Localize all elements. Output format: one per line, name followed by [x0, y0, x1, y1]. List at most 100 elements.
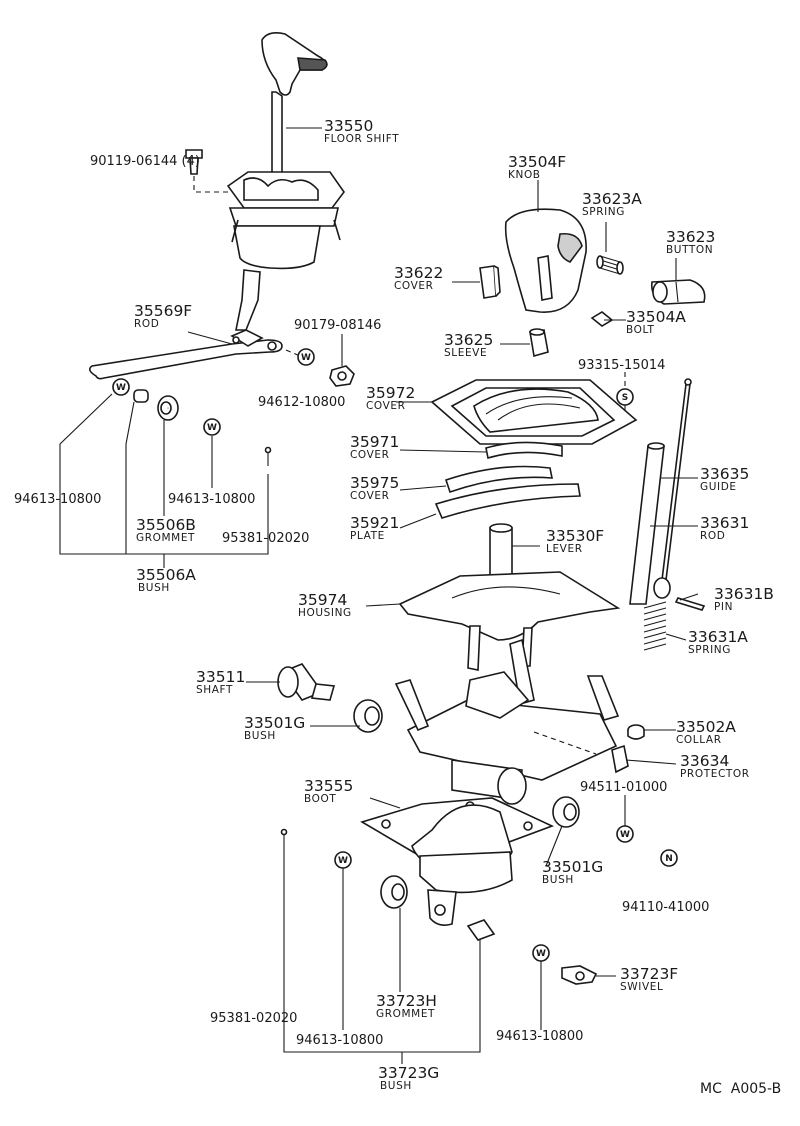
part-name-33622: COVER	[394, 280, 434, 292]
guide-33635-drawing	[629, 442, 665, 605]
part-name-33631: ROD	[700, 530, 725, 542]
part-name-33623: BUTTON	[666, 244, 713, 256]
swivel-33723F-drawing	[561, 965, 598, 985]
pin-95381-drawing	[264, 446, 272, 466]
part-number-35975: 35975	[350, 474, 399, 492]
part-name-33530F: LEVER	[546, 543, 583, 555]
nut-symbol: N	[665, 854, 673, 864]
washer-symbol: W	[301, 353, 311, 363]
ref-95381-a: 95381-02020	[222, 531, 309, 546]
part-name-33723G: BUSH	[380, 1080, 412, 1092]
part-number-33555: 33555	[304, 777, 353, 795]
nut-90179-drawing	[329, 334, 355, 387]
washer-symbol: W	[536, 949, 546, 959]
ref-94612: 94612-10800	[258, 395, 345, 410]
part-name-33723F: SWIVEL	[620, 981, 663, 993]
part-number-33634: 33634	[680, 752, 729, 770]
plate-35921-drawing	[434, 483, 581, 519]
part-number-35506A: 35506A	[136, 566, 196, 584]
ref-94613-a: 94613-10800	[14, 492, 101, 507]
part-number-33631: 33631	[700, 514, 749, 532]
ref-90119: 90119-06144 (4)	[90, 154, 200, 169]
part-number-33635: 33635	[700, 465, 749, 483]
part-name-33511: SHAFT	[196, 684, 233, 696]
base-frame-drawing	[394, 638, 620, 805]
part-number-33625: 33625	[444, 331, 493, 349]
button-33623-drawing	[650, 279, 706, 305]
part-name-35971: COVER	[350, 449, 390, 461]
bush-33501G-upper-drawing	[353, 699, 383, 733]
cover-33622-drawing	[479, 265, 501, 299]
part-name-35974: HOUSING	[298, 607, 352, 619]
leader-lines	[59, 127, 699, 1064]
bush-33723G-drawing	[466, 919, 496, 941]
part-name-33504F: KNOB	[508, 169, 541, 181]
ref-93315: 93315-15014	[578, 358, 665, 373]
part-name-35921: PLATE	[350, 530, 385, 542]
pin-95381-lower-drawing	[280, 828, 288, 1010]
ref-90179: 90179-08146	[294, 318, 381, 333]
part-number-33504F: 33504F	[508, 153, 566, 171]
washer-symbol: W	[207, 423, 217, 433]
shaft-33511-drawing	[277, 663, 336, 701]
part-name-33631B: PIN	[714, 601, 733, 613]
cover-35972-drawing	[430, 379, 638, 445]
protector-33634-drawing	[611, 744, 629, 774]
ref-94110: 94110-41000	[622, 900, 709, 915]
part-number-35569F: 35569F	[134, 302, 192, 320]
bush-33501G-lower-drawing	[552, 796, 580, 828]
part-number-33511: 33511	[196, 668, 245, 686]
part-number-35972: 35972	[366, 384, 415, 402]
part-name-33555: BOOT	[304, 793, 336, 805]
knob-33504F-drawing	[504, 208, 587, 313]
part-number-33622: 33622	[394, 264, 443, 282]
part-name-33635: GUIDE	[700, 481, 737, 493]
grommet-33723H-drawing	[380, 875, 408, 909]
spring-33623A-drawing	[596, 255, 624, 275]
rod-33631-drawing	[653, 378, 692, 599]
washer-symbol: W	[620, 830, 630, 840]
nut-94110-drawing: N	[660, 849, 678, 867]
part-number-33501G-upper: 33501G	[244, 714, 305, 732]
diagram-code: MC A005-B	[700, 1081, 781, 1097]
part-name-33634: PROTECTOR	[680, 768, 750, 780]
bolt-90119-drawing	[185, 149, 228, 193]
collar-33502A-drawing	[627, 724, 645, 740]
spring-washer-symbol: S	[622, 393, 628, 403]
bush-35506A-drawing	[133, 389, 149, 403]
part-number-33623A: 33623A	[582, 190, 642, 208]
part-number-35921: 35921	[350, 514, 399, 532]
part-number-33530F: 33530F	[546, 527, 604, 545]
lever-33530F-drawing	[489, 523, 513, 587]
part-name-33631A: SPRING	[688, 644, 731, 656]
spring-33631A-drawing	[643, 601, 667, 651]
part-name-33502A: COLLAR	[676, 734, 722, 746]
part-number-33723G: 33723G	[378, 1064, 439, 1082]
part-number-33723H: 33723H	[376, 992, 437, 1010]
part-name-35506B: GROMMET	[136, 532, 195, 544]
ref-94511: 94511-01000	[580, 780, 667, 795]
part-name-33623A: SPRING	[582, 206, 625, 218]
part-number-33504A: 33504A	[626, 308, 686, 326]
washer-93315-drawing: S	[616, 372, 634, 418]
part-name-33625: SLEEVE	[444, 347, 487, 359]
part-name-33501G-upper: BUSH	[244, 730, 276, 742]
part-name-33723H: GROMMET	[376, 1008, 435, 1020]
part-name-35569F: ROD	[134, 318, 159, 330]
rod-35569F-drawing	[88, 329, 301, 380]
ref-95381-b: 95381-02020	[210, 1011, 297, 1026]
washer-94511-drawing: W	[616, 795, 634, 843]
bolt-33504A-drawing	[590, 311, 614, 327]
part-number-35971: 35971	[350, 433, 399, 451]
boot-33555-drawing	[360, 797, 555, 926]
pin-33631B-drawing	[674, 597, 706, 611]
part-number-35974: 35974	[298, 591, 347, 609]
sleeve-33625-drawing	[529, 328, 549, 358]
part-name-35972: COVER	[366, 400, 406, 412]
ref-94613-b: 94613-10800	[168, 492, 255, 507]
part-number-35506B: 35506B	[136, 516, 196, 534]
cover-35975-drawing	[444, 465, 553, 494]
housing-35974-drawing	[398, 571, 621, 671]
